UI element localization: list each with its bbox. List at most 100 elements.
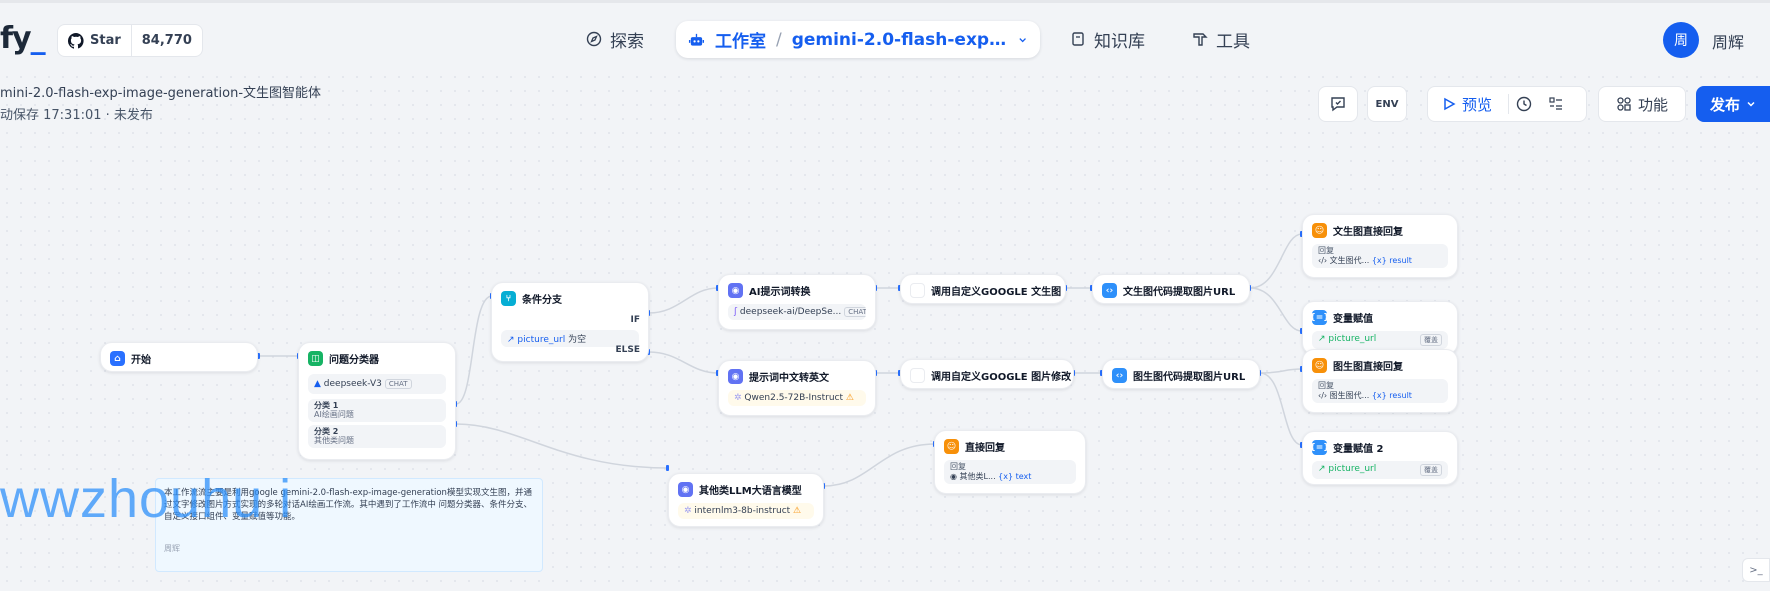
llm-icon: ◉ (728, 369, 743, 384)
breadcrumb-separator: / (775, 29, 782, 50)
terminal-icon[interactable]: >_ (1742, 558, 1770, 582)
answer-icon: ☺ (1312, 358, 1327, 373)
var-source: 其他类L... (959, 472, 996, 481)
assign-mode: 覆盖 (1420, 464, 1442, 476)
node-title: AI提示词转换 (749, 287, 811, 298)
nav-knowledge-label: 知识库 (1094, 31, 1145, 52)
nav-explore[interactable]: 探索 (586, 21, 644, 57)
class-value: 其他类问题 (314, 436, 354, 445)
code-icon: ‹/› (1318, 391, 1328, 400)
grid-icon (1617, 97, 1631, 111)
list-check-icon[interactable] (1547, 95, 1565, 113)
node-title: 条件分支 (522, 295, 562, 306)
class-label: 分类 2 (314, 427, 339, 436)
nav-studio[interactable]: 工作室 / gemini-2.0-flash-exp-ima... (676, 21, 1040, 58)
github-star-button[interactable]: Star 84,770 (57, 24, 203, 57)
node-title: 提示词中文转英文 (749, 373, 829, 384)
edge (648, 351, 719, 374)
watermark: wwzhouhu i (0, 469, 293, 529)
node-title: 直接回复 (965, 443, 1005, 454)
node-google-image-edit[interactable]: 调用自定义GOOGLE 图片修改 (900, 359, 1074, 389)
edge (1259, 368, 1303, 374)
assign-mode: 覆盖 (1420, 334, 1442, 346)
github-icon (68, 32, 84, 49)
preview-button-group[interactable]: 预览 (1427, 86, 1587, 122)
node-code-extract-gen[interactable]: ‹›文生图代码提取图片URL (1092, 274, 1250, 304)
nav-knowledge[interactable]: 知识库 (1070, 21, 1145, 57)
workflow-note[interactable]: 本工作流流主要是利用google gemini-2.0-flash-exp-im… (155, 478, 543, 572)
node-title: 变量赋值 (1333, 314, 1373, 325)
tool-icon (910, 368, 925, 383)
node-start[interactable]: ⌂ 开始 (100, 342, 258, 372)
class-label: 分类 1 (314, 401, 339, 410)
workflow-canvas[interactable]: mini-2.0-flash-exp-image-generation-文生图智… (0, 70, 1770, 591)
condition-operator: 为空 (568, 335, 587, 345)
node-if-else[interactable]: ⑂条件分支 IF ↗ picture_url 为空 ELSE (491, 282, 649, 362)
llm-icon: ◉ (728, 283, 743, 298)
node-google-text-to-image[interactable]: 调用自定义GOOGLE 文生图 (900, 274, 1066, 304)
node-code-extract-edit[interactable]: ‹›图生图代码提取图片URL (1102, 359, 1260, 389)
home-icon: ⌂ (110, 351, 125, 366)
book-icon (1072, 32, 1084, 46)
model-icon: ✲ (684, 506, 692, 516)
var-name: text (1015, 472, 1032, 481)
chevron-down-icon[interactable] (1017, 34, 1028, 46)
node-llm-translate[interactable]: ◉提示词中文转英文 ✲ Qwen2.5-72B-Instruct ⚠ (718, 360, 876, 416)
answer-label: 回复 (1318, 246, 1334, 255)
top-bar: fy_ Star 84,770 探索 工作室 / gemini-2.0-flas… (0, 0, 1770, 70)
edge (1259, 372, 1303, 446)
variable-icon: ↗ (1318, 334, 1326, 344)
node-llm-prompt[interactable]: ◉AI提示词转换 ʃ deepseek-ai/DeepSe...CHAT (718, 274, 876, 330)
features-button[interactable]: 功能 (1598, 86, 1686, 122)
avatar[interactable]: 周 (1663, 22, 1699, 58)
model-name: internlm3-8b-instruct (694, 506, 791, 516)
current-app-name[interactable]: gemini-2.0-flash-exp-ima... (791, 29, 1007, 50)
model-name: deepseek-ai/DeepSe... (739, 307, 842, 317)
assign-variable: picture_url (1328, 464, 1377, 474)
play-icon (1444, 97, 1456, 111)
history-icon[interactable] (1515, 95, 1533, 113)
nav-explore-label: 探索 (610, 31, 644, 52)
llm-icon: ◉ (950, 472, 957, 481)
node-answer-edit[interactable]: ☺图生图直接回复 回复‹/› 图生图代... {x} result (1302, 349, 1458, 413)
robot-icon (688, 33, 705, 46)
publish-label: 发布 (1709, 95, 1740, 114)
classifier-icon: ◫ (308, 351, 323, 366)
edge (1249, 287, 1303, 332)
node-answer-gen[interactable]: ☺文生图直接回复 回复‹/› 文生图代... {x} result (1302, 214, 1458, 278)
else-label: ELSE (615, 345, 640, 355)
node-title: 变量赋值 2 (1333, 444, 1384, 455)
preview-label[interactable]: 预览 (1462, 95, 1493, 114)
edge (455, 423, 669, 469)
node-llm-other[interactable]: ◉其他类LLM大语言模型 ✲ internlm3-8b-instruct ⚠ (668, 473, 824, 527)
message-check-icon (1331, 97, 1345, 112)
edge (648, 287, 719, 314)
node-direct-answer[interactable]: ☺直接回复 回复◉ 其他类L... {x} text (934, 430, 1086, 494)
if-label: IF (630, 315, 641, 325)
code-icon: ‹› (1112, 368, 1127, 383)
github-star-count: 84,770 (141, 33, 192, 48)
publish-button[interactable]: 发布 (1696, 86, 1770, 122)
model-name: deepseek-V3 (323, 379, 382, 389)
assign-variable: picture_url (1328, 334, 1377, 344)
env-icon: ENV (1375, 98, 1399, 110)
nav-tools[interactable]: 工具 (1192, 21, 1250, 57)
chevron-down-icon (1747, 101, 1755, 107)
model-tag: CHAT (384, 379, 412, 389)
env-button[interactable]: ENV (1367, 86, 1407, 122)
tool-icon (910, 283, 925, 298)
answer-icon: ☺ (944, 439, 959, 454)
var-source: 文生图代... (1329, 256, 1370, 265)
code-icon: ‹› (1102, 283, 1117, 298)
var-source: 图生图代... (1329, 391, 1370, 400)
model-icon: ʃ (734, 307, 738, 317)
dify-logo[interactable]: fy_ (0, 21, 46, 56)
model-icon: ✲ (734, 393, 742, 403)
node-title: 开始 (131, 355, 151, 366)
checklist-button[interactable] (1318, 86, 1358, 122)
features-label: 功能 (1637, 95, 1668, 114)
user-name[interactable]: 周辉 (1712, 33, 1745, 52)
